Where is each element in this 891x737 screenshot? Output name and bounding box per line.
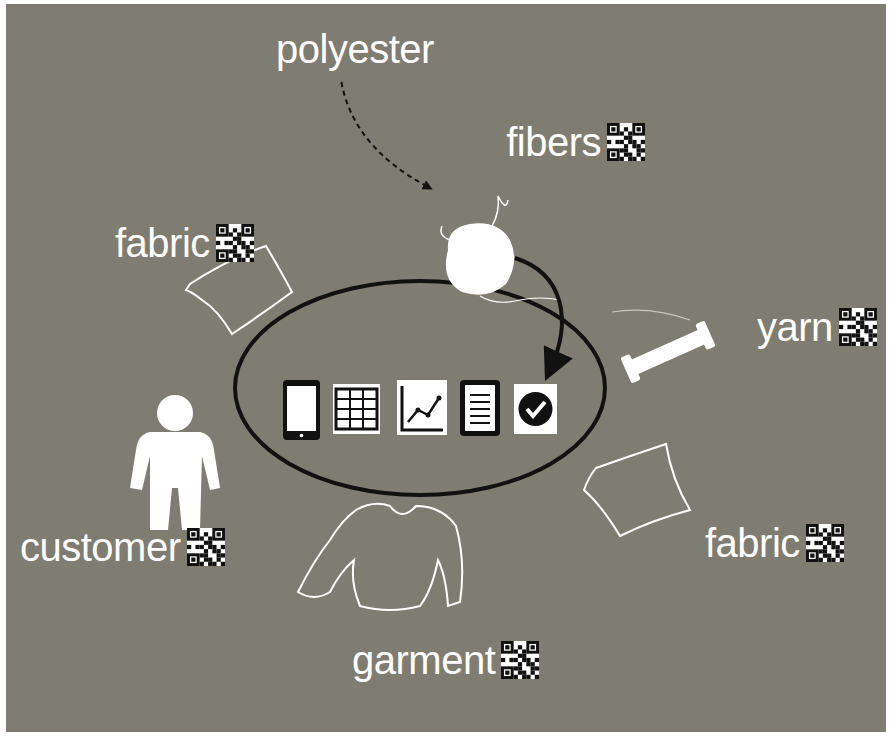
stage-label: fabric (705, 519, 800, 567)
cycle-arrow (515, 258, 562, 370)
document-page (465, 385, 495, 431)
stage-node: polyester (270, 25, 440, 80)
check-circle (519, 392, 553, 426)
table-grid (336, 389, 377, 429)
icon-bg (333, 384, 380, 434)
stage-label: fabric (115, 219, 210, 267)
table-icon (333, 384, 380, 434)
stage-node: fibers (430, 118, 645, 298)
figure-body (130, 432, 220, 530)
figure-head (157, 395, 193, 431)
document-lines (470, 395, 490, 423)
fiber-strand (480, 296, 560, 302)
check-mark (527, 402, 545, 416)
tablet-icon (283, 380, 320, 440)
chart-point (426, 413, 431, 418)
qr-code (216, 224, 254, 262)
cycle-ellipse (235, 281, 605, 495)
label-row: customer (20, 523, 225, 571)
yarn-spool (612, 310, 716, 383)
spool-cap (620, 354, 641, 384)
icon-bg (514, 384, 557, 434)
check-icon (514, 384, 557, 434)
background-panel (6, 4, 886, 732)
garment-sketch (298, 504, 462, 610)
qr-code (187, 528, 225, 566)
stage-label: customer (20, 523, 181, 571)
label-row: fabric (115, 219, 254, 267)
yarn-thread (612, 310, 690, 320)
label-row: fabric (705, 519, 844, 567)
document-icon (460, 380, 500, 436)
tablet-button (300, 434, 304, 438)
stage-node: customer (20, 522, 245, 572)
fiber-strand (492, 196, 508, 226)
stage-node: fabric (115, 218, 275, 268)
label-row: yarn (757, 303, 877, 351)
stage-node: yarn (757, 302, 887, 352)
fabric-sketch (584, 444, 690, 536)
table-frame (336, 389, 377, 429)
qr-code (607, 123, 645, 161)
qr-code (501, 641, 539, 679)
spool-body (630, 329, 706, 375)
chart-point (416, 408, 421, 413)
dashed-arrow (341, 82, 430, 188)
label-row: polyester (276, 25, 434, 73)
chart-point (437, 396, 442, 401)
tablet-frame (283, 380, 320, 440)
label-row: garment (352, 636, 539, 684)
document-frame (460, 380, 500, 436)
stage-node: garment (352, 632, 557, 687)
stage-label: garment (352, 636, 495, 684)
qr-code (806, 524, 844, 562)
stage-label: yarn (757, 303, 833, 351)
stage-node: fabric (705, 518, 865, 568)
fiber-blob (446, 223, 514, 294)
label-row: fibers (506, 118, 645, 166)
fiber-strand (441, 226, 450, 240)
tablet-screen (287, 386, 316, 431)
qr-code (839, 308, 877, 346)
customer-figure (130, 395, 220, 530)
spool-cap (695, 321, 716, 351)
fiber-ball (441, 196, 560, 302)
chart-line (408, 398, 439, 422)
stage-label: fibers (506, 118, 601, 166)
icon-bg (397, 380, 447, 435)
stage-label: polyester (276, 25, 434, 73)
chart-icon (397, 380, 447, 435)
chart-axes (402, 386, 443, 430)
